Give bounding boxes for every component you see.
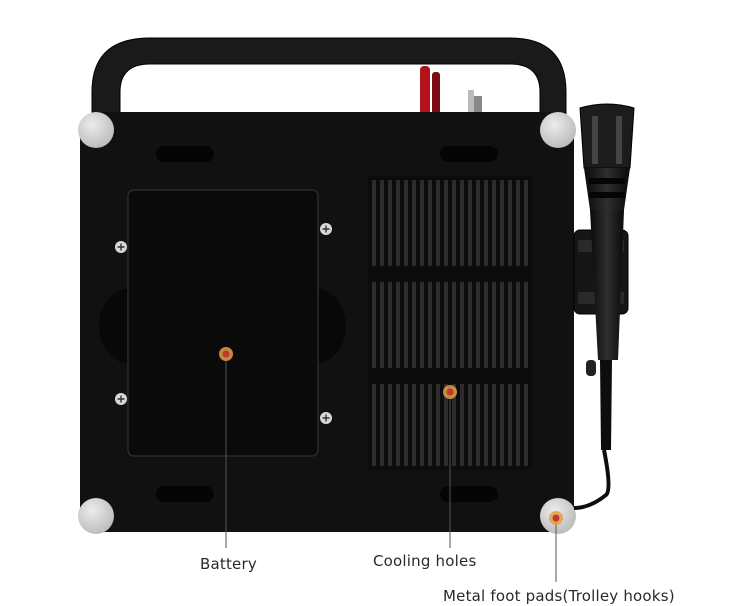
vent-slot [428, 384, 432, 466]
vent-slot [404, 282, 408, 368]
foot-pads [78, 112, 576, 534]
vent-slot [524, 180, 528, 266]
vent-slot [452, 180, 456, 266]
vent-slot [476, 180, 480, 266]
vent-slot [460, 180, 464, 266]
vent-slot [508, 180, 512, 266]
vent-slot [412, 384, 416, 466]
screw-icon [115, 223, 332, 424]
vent-slot [436, 282, 440, 368]
top-cables [420, 66, 482, 116]
foot-pad [78, 112, 114, 148]
vent-slot [508, 282, 512, 368]
vent-slot [420, 180, 424, 266]
vent-slot [524, 282, 528, 368]
vent-slot [500, 384, 504, 466]
vent-slot [476, 282, 480, 368]
vent-slot [372, 180, 376, 266]
vent-slot [420, 384, 424, 466]
vent-slot [508, 384, 512, 466]
vent-slot [428, 180, 432, 266]
vent-slot [380, 282, 384, 368]
vent-slot [460, 384, 464, 466]
vent-slot [388, 384, 392, 466]
callout-foot-pads: Metal foot pads(Trolley hooks) [443, 587, 675, 605]
vent-slot [420, 282, 424, 368]
vent-slot [444, 180, 448, 266]
vent-slot [492, 180, 496, 266]
vent-slot [404, 180, 408, 266]
vent-slot [476, 384, 480, 466]
vent-slot [484, 282, 488, 368]
callout-battery: Battery [200, 555, 257, 573]
probe-icon [573, 103, 635, 510]
vent-slot [396, 180, 400, 266]
callout-cooling-holes: Cooling holes [373, 552, 477, 570]
vent-slot [396, 282, 400, 368]
foot-pad [78, 498, 114, 534]
battery-compartment [99, 189, 346, 457]
vent-slot [492, 282, 496, 368]
vent-slot [452, 282, 456, 368]
vent-slot [404, 384, 408, 466]
vent-slot [452, 384, 456, 466]
vent-slot [388, 180, 392, 266]
vent-slot [372, 282, 376, 368]
vent-slot [516, 180, 520, 266]
vent-slot [372, 384, 376, 466]
vent-slot [428, 282, 432, 368]
rubber-slots [156, 146, 498, 502]
vent-slot [468, 384, 472, 466]
vent-slot [516, 384, 520, 466]
carry-handle [91, 37, 567, 117]
vent-slot [524, 384, 528, 466]
vent-slot [396, 384, 400, 466]
foot-pad [540, 112, 576, 148]
vent-slot [460, 282, 464, 368]
vent-slot [468, 282, 472, 368]
vent-slot [484, 180, 488, 266]
vent-slot [412, 282, 416, 368]
marker-dot-icon [219, 347, 563, 525]
vent-slot [380, 384, 384, 466]
vent-slot [388, 282, 392, 368]
vent-slot [492, 384, 496, 466]
vent-slot [444, 282, 448, 368]
vent-slot [468, 180, 472, 266]
vent-slot [484, 384, 488, 466]
vent-slot [516, 282, 520, 368]
vent-slot [500, 282, 504, 368]
vent-slot [500, 180, 504, 266]
leader-lines [225, 354, 557, 582]
vent-slot [436, 384, 440, 466]
vent-slot [380, 180, 384, 266]
vent-slot [412, 180, 416, 266]
vent-slot [444, 384, 448, 466]
vent-slot [436, 180, 440, 266]
